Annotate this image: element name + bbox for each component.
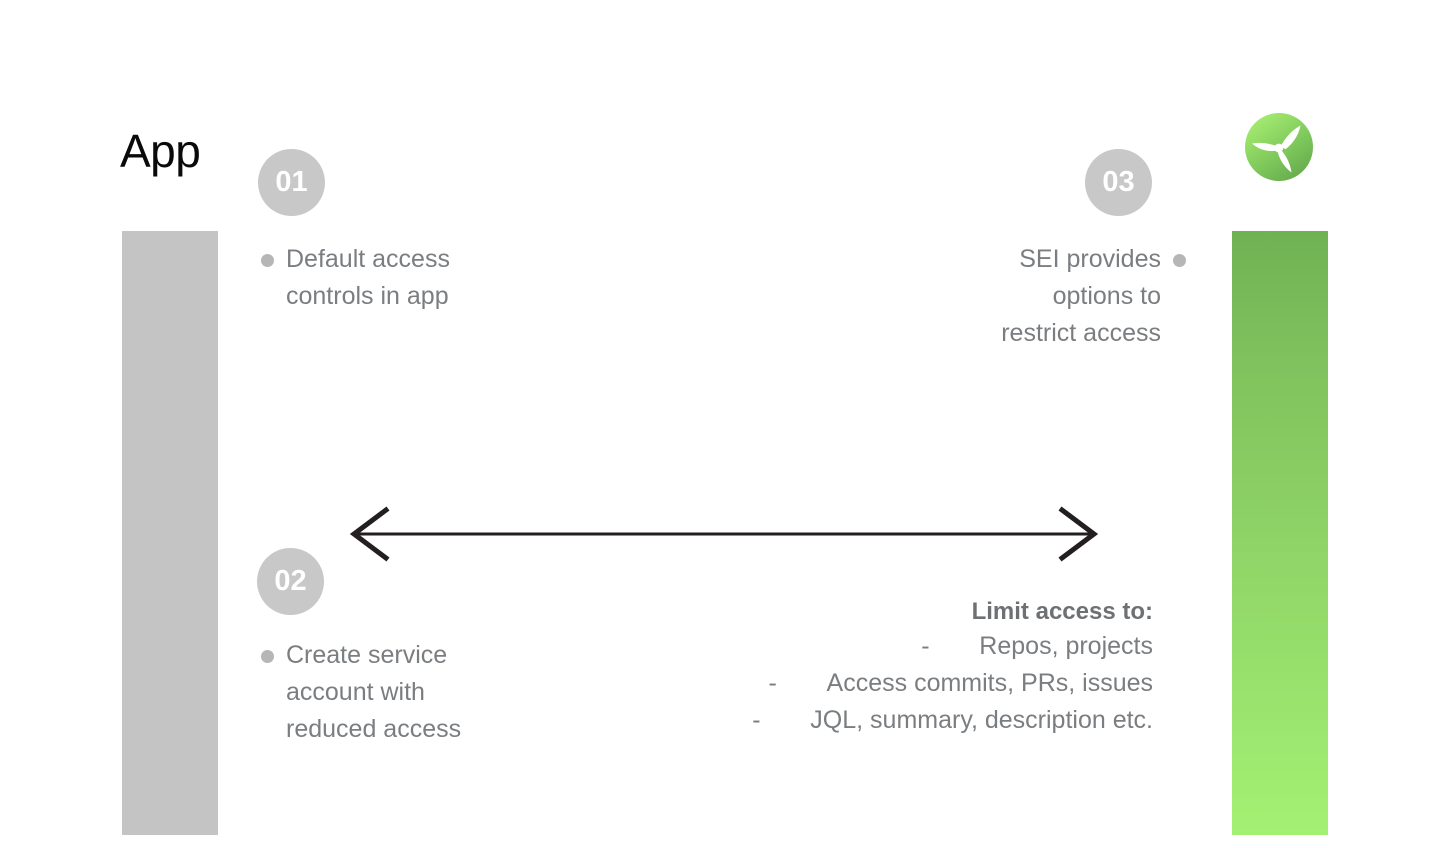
sei-propeller-logo-icon: [1244, 112, 1314, 182]
step-bullet-02-text: Create service account with reduced acce…: [286, 641, 462, 743]
page-title: App: [120, 125, 201, 177]
limit-access-list: Limit access to: - Repos, projects - Acc…: [600, 595, 1153, 739]
double-headed-arrow-icon: [348, 505, 1100, 563]
limit-access-item-text: JQL, summary, description etc.: [810, 706, 1153, 734]
bullet-dot-icon: [261, 650, 274, 663]
bullet-dot-icon: [1173, 254, 1186, 267]
step-bullet-01-text: Default access controls in app: [286, 245, 450, 310]
limit-access-item-text: Access commits, PRs, issues: [826, 669, 1153, 697]
step-bullet-03: SEI provides options to restrict access: [880, 241, 1186, 352]
step-badge-02: 02: [257, 548, 324, 615]
sei-column-bar: [1232, 231, 1328, 835]
app-column-bar: [122, 231, 218, 835]
step-bullet-03-text: SEI provides options to restrict access: [1001, 245, 1161, 347]
step-badge-01: 01: [258, 149, 325, 216]
limit-access-item: - Repos, projects: [600, 628, 1153, 665]
list-dash: -: [768, 669, 777, 697]
step-badge-03: 03: [1085, 149, 1152, 216]
list-dash: -: [921, 632, 930, 660]
limit-access-item: - Access commits, PRs, issues: [600, 665, 1153, 702]
step-bullet-01: Default access controls in app: [261, 241, 561, 315]
list-dash: -: [752, 706, 761, 734]
limit-access-heading: Limit access to:: [971, 598, 1153, 625]
bullet-dot-icon: [261, 254, 274, 267]
limit-access-item-text: Repos, projects: [979, 632, 1153, 660]
limit-access-item: - JQL, summary, description etc.: [600, 702, 1153, 739]
step-bullet-02: Create service account with reduced acce…: [261, 637, 561, 748]
